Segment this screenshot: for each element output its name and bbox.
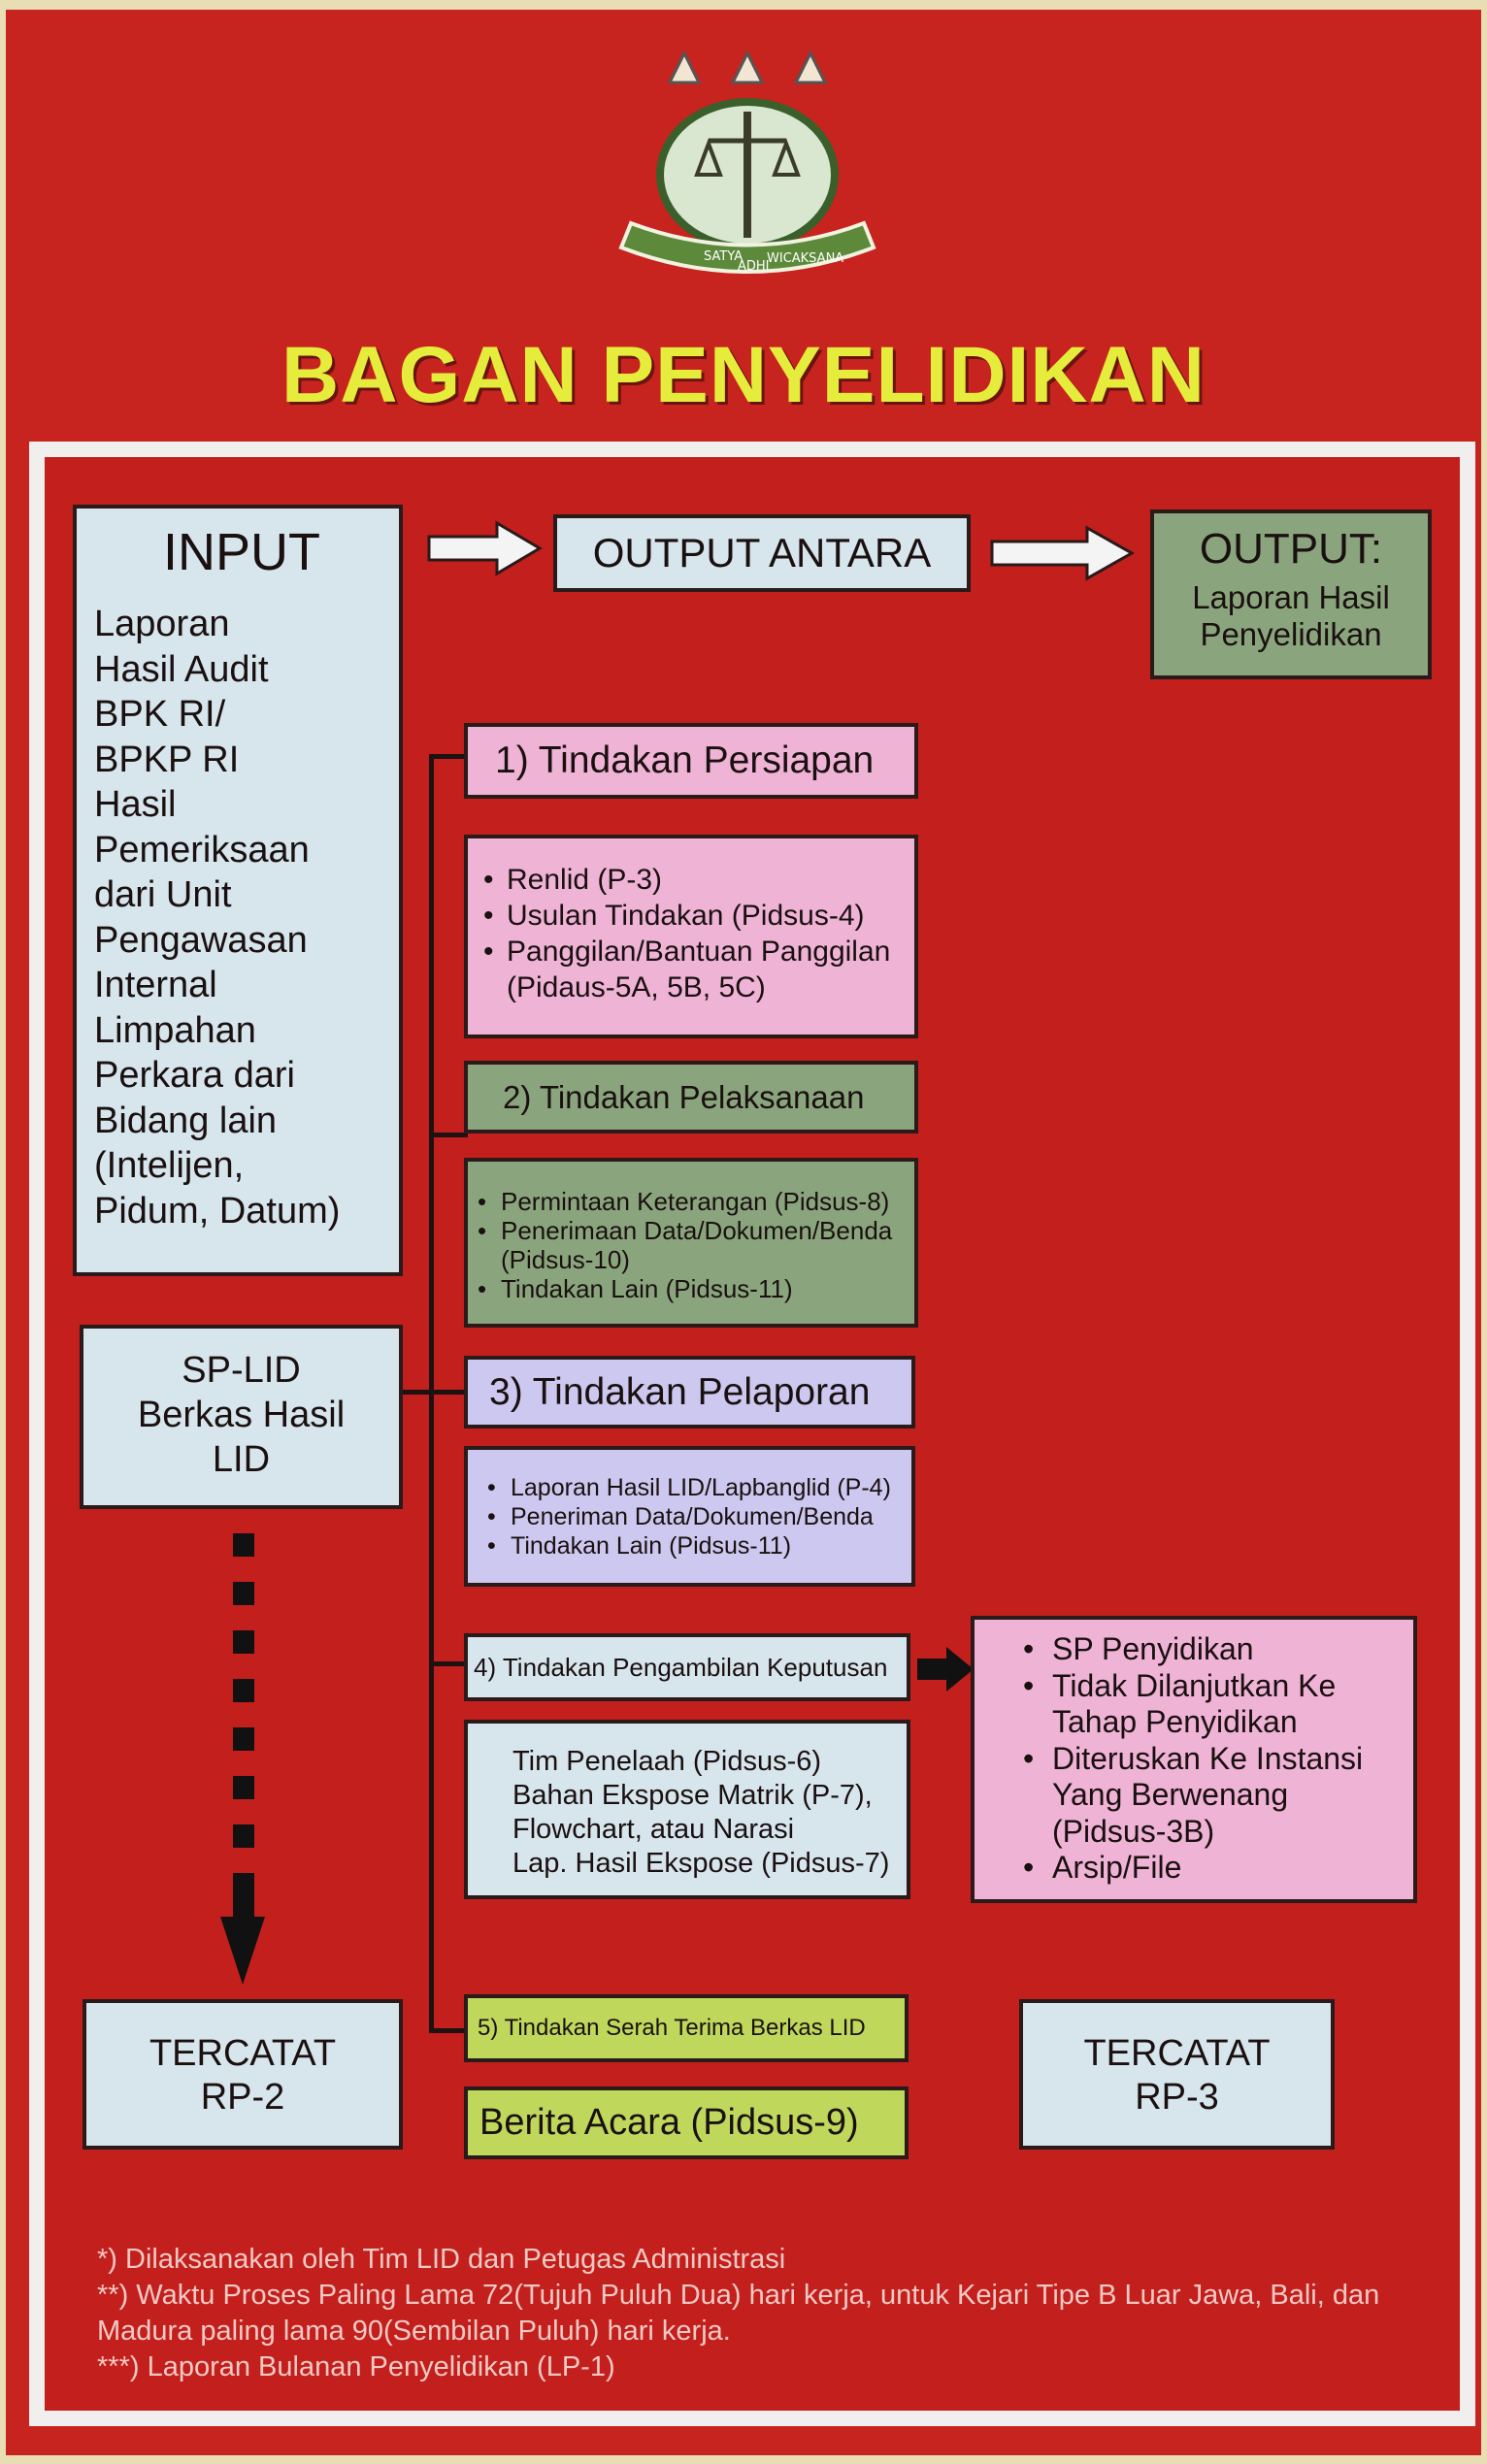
tercatat-rp3-line1: TERCATAT: [1083, 2033, 1271, 2074]
step-4-item: Lap. Hasil Ekspose (Pidsus-7): [512, 1848, 890, 1879]
connector-line: [429, 754, 468, 759]
output-line2: Penyelidikan: [1200, 616, 1382, 652]
input-item: Hasil: [94, 784, 177, 825]
input-item: Pengawasan: [94, 919, 308, 961]
decision-outcomes-box: SP Penyidikan Tidak Dilanjutkan Ke Tahap…: [971, 1616, 1417, 1903]
output-line1: Laporan Hasil: [1192, 579, 1390, 615]
footnote: ***) Laporan Bulanan Penyelidikan (LP-1): [97, 2351, 615, 2382]
decision-outcome: SP Penyidikan: [1023, 1631, 1405, 1668]
emblem-motto-3: WICAKSANA: [767, 251, 843, 266]
input-item: Hasil Audit: [94, 648, 269, 690]
sp-lid-line1: SP-LID: [182, 1350, 301, 1391]
decision-outcome: Arsip/File: [1023, 1850, 1405, 1887]
step-2-item: Permintaan Keterangan (Pidsus-8): [478, 1187, 909, 1216]
step-4-title: 4) Tindakan Pengambilan Keputusan: [474, 1653, 888, 1682]
input-item: (Intelijen,: [94, 1145, 245, 1186]
input-item: Pemeriksaan: [94, 829, 310, 871]
sp-lid-line2: Berkas Hasil: [137, 1395, 346, 1435]
step-1-item: Renlid (P-3): [483, 862, 905, 898]
connector-line: [429, 1661, 468, 1666]
input-item: BPKP RI: [94, 739, 240, 780]
footnote: **) Waktu Proses Paling Lama 72(Tujuh Pu…: [97, 2280, 1388, 2347]
step-4-item: Tim Penelaah (Pidsus-6): [512, 1746, 822, 1777]
input-item: dari Unit: [94, 874, 232, 915]
input-item: Limpahan: [94, 1009, 256, 1051]
output-heading: OUTPUT:: [1199, 525, 1383, 573]
step-2-title-box: 2) Tindakan Pelaksanaan: [464, 1061, 918, 1133]
step-1-title-box: 1) Tindakan Persiapan: [464, 723, 918, 799]
connector-line: [429, 1133, 468, 1137]
step-5-item: Berita Acara (Pidsus-9): [479, 2102, 859, 2143]
tercatat-rp2-box: TERCATAT RP-2: [83, 1999, 403, 2150]
step-5-title-box: 5) Tindakan Serah Terima Berkas LID: [464, 1994, 909, 2062]
step-4-detail-box: Tim Penelaah (Pidsus-6) Bahan Ekspose Ma…: [464, 1720, 910, 1899]
input-item: BPK RI/: [94, 694, 226, 735]
step-4-item: Flowchart, atau Narasi: [512, 1814, 795, 1845]
input-items: Laporan Hasil Audit BPK RI/ BPKP RI Hasi…: [94, 602, 389, 1233]
step-4-title-box: 4) Tindakan Pengambilan Keputusan: [464, 1633, 910, 1701]
step-3-title: 3) Tindakan Pelaporan: [489, 1371, 871, 1413]
arrow-right-icon: [990, 525, 1136, 581]
input-item: Pidum, Datum): [94, 1190, 341, 1232]
step-5-title: 5) Tindakan Serah Terima Berkas LID: [478, 2015, 866, 2041]
tercatat-rp2-line1: TERCATAT: [149, 2033, 337, 2074]
arrow-right-icon: [427, 520, 543, 576]
step-1-title: 1) Tindakan Persiapan: [495, 739, 875, 781]
input-item: Internal: [94, 965, 217, 1005]
input-item: Laporan: [94, 604, 230, 644]
dotted-arrow-down-icon: [220, 1533, 265, 1985]
input-box: INPUT Laporan Hasil Audit BPK RI/ BPKP R…: [73, 505, 403, 1276]
output-antara-label: OUTPUT ANTARA: [592, 530, 932, 575]
footnotes: *) Dilaksanakan oleh Tim LID dan Petugas…: [97, 2242, 1417, 2385]
input-item: Perkara dari: [94, 1055, 295, 1096]
step-2-item: Penerimaan Data/Dokumen/Benda (Pidsus-10…: [478, 1216, 909, 1274]
step-4-item: Bahan Ekspose Matrik (P-7),: [512, 1780, 873, 1811]
step-3-item: Tindakan Lain (Pidsus-11): [487, 1531, 906, 1561]
step-1-detail-box: Renlid (P-3) Usulan Tindakan (Pidsus-4) …: [464, 835, 918, 1038]
input-heading: INPUT: [163, 523, 320, 581]
arrow-right-icon: [917, 1647, 974, 1692]
step-3-title-box: 3) Tindakan Pelaporan: [464, 1356, 915, 1429]
connector-line: [403, 1390, 468, 1395]
page-title: BAGAN PENYELIDIKAN: [281, 331, 1206, 419]
connector-line: [429, 2028, 468, 2033]
step-3-detail-box: Laporan Hasil LID/Lapbanglid (P-4) Pener…: [464, 1446, 915, 1587]
decision-outcome: Tidak Dilanjutkan Ke Tahap Penyidikan: [1023, 1668, 1405, 1741]
footnote: *) Dilaksanakan oleh Tim LID dan Petugas…: [97, 2244, 786, 2275]
sp-lid-line3: LID: [212, 1439, 271, 1480]
kejaksaan-emblem: SATYA ADHI WICAKSANA: [618, 49, 876, 274]
tercatat-rp3-box: TERCATAT RP-3: [1019, 1999, 1335, 2150]
decision-outcome: Diteruskan Ke Instansi Yang Berwenang (P…: [1023, 1741, 1405, 1851]
output-antara-box: OUTPUT ANTARA: [553, 514, 971, 592]
tercatat-rp3-line2: RP-3: [1135, 2077, 1219, 2118]
output-box: OUTPUT: Laporan Hasil Penyelidikan: [1150, 509, 1432, 679]
emblem-motto-1: SATYA: [704, 249, 743, 264]
step-3-item: Peneriman Data/Dokumen/Benda: [487, 1502, 906, 1531]
step-3-item: Laporan Hasil LID/Lapbanglid (P-4): [487, 1473, 906, 1502]
step-5-detail-box: Berita Acara (Pidsus-9): [464, 2086, 909, 2159]
emblem-motto-2: ADHI: [738, 259, 770, 274]
step-2-item: Tindakan Lain (Pidsus-11): [478, 1274, 909, 1303]
sp-lid-box: SP-LID Berkas Hasil LID: [80, 1325, 403, 1509]
tercatat-rp2-line2: RP-2: [200, 2077, 285, 2118]
step-2-detail-box: Permintaan Keterangan (Pidsus-8) Penerim…: [464, 1158, 918, 1328]
step-1-item: Usulan Tindakan (Pidsus-4): [483, 898, 905, 934]
input-item: Bidang lain: [94, 1100, 278, 1141]
step-2-title: 2) Tindakan Pelaksanaan: [503, 1079, 865, 1115]
step-1-item: Panggilan/Bantuan Panggilan (Pidaus-5A, …: [483, 934, 905, 1005]
